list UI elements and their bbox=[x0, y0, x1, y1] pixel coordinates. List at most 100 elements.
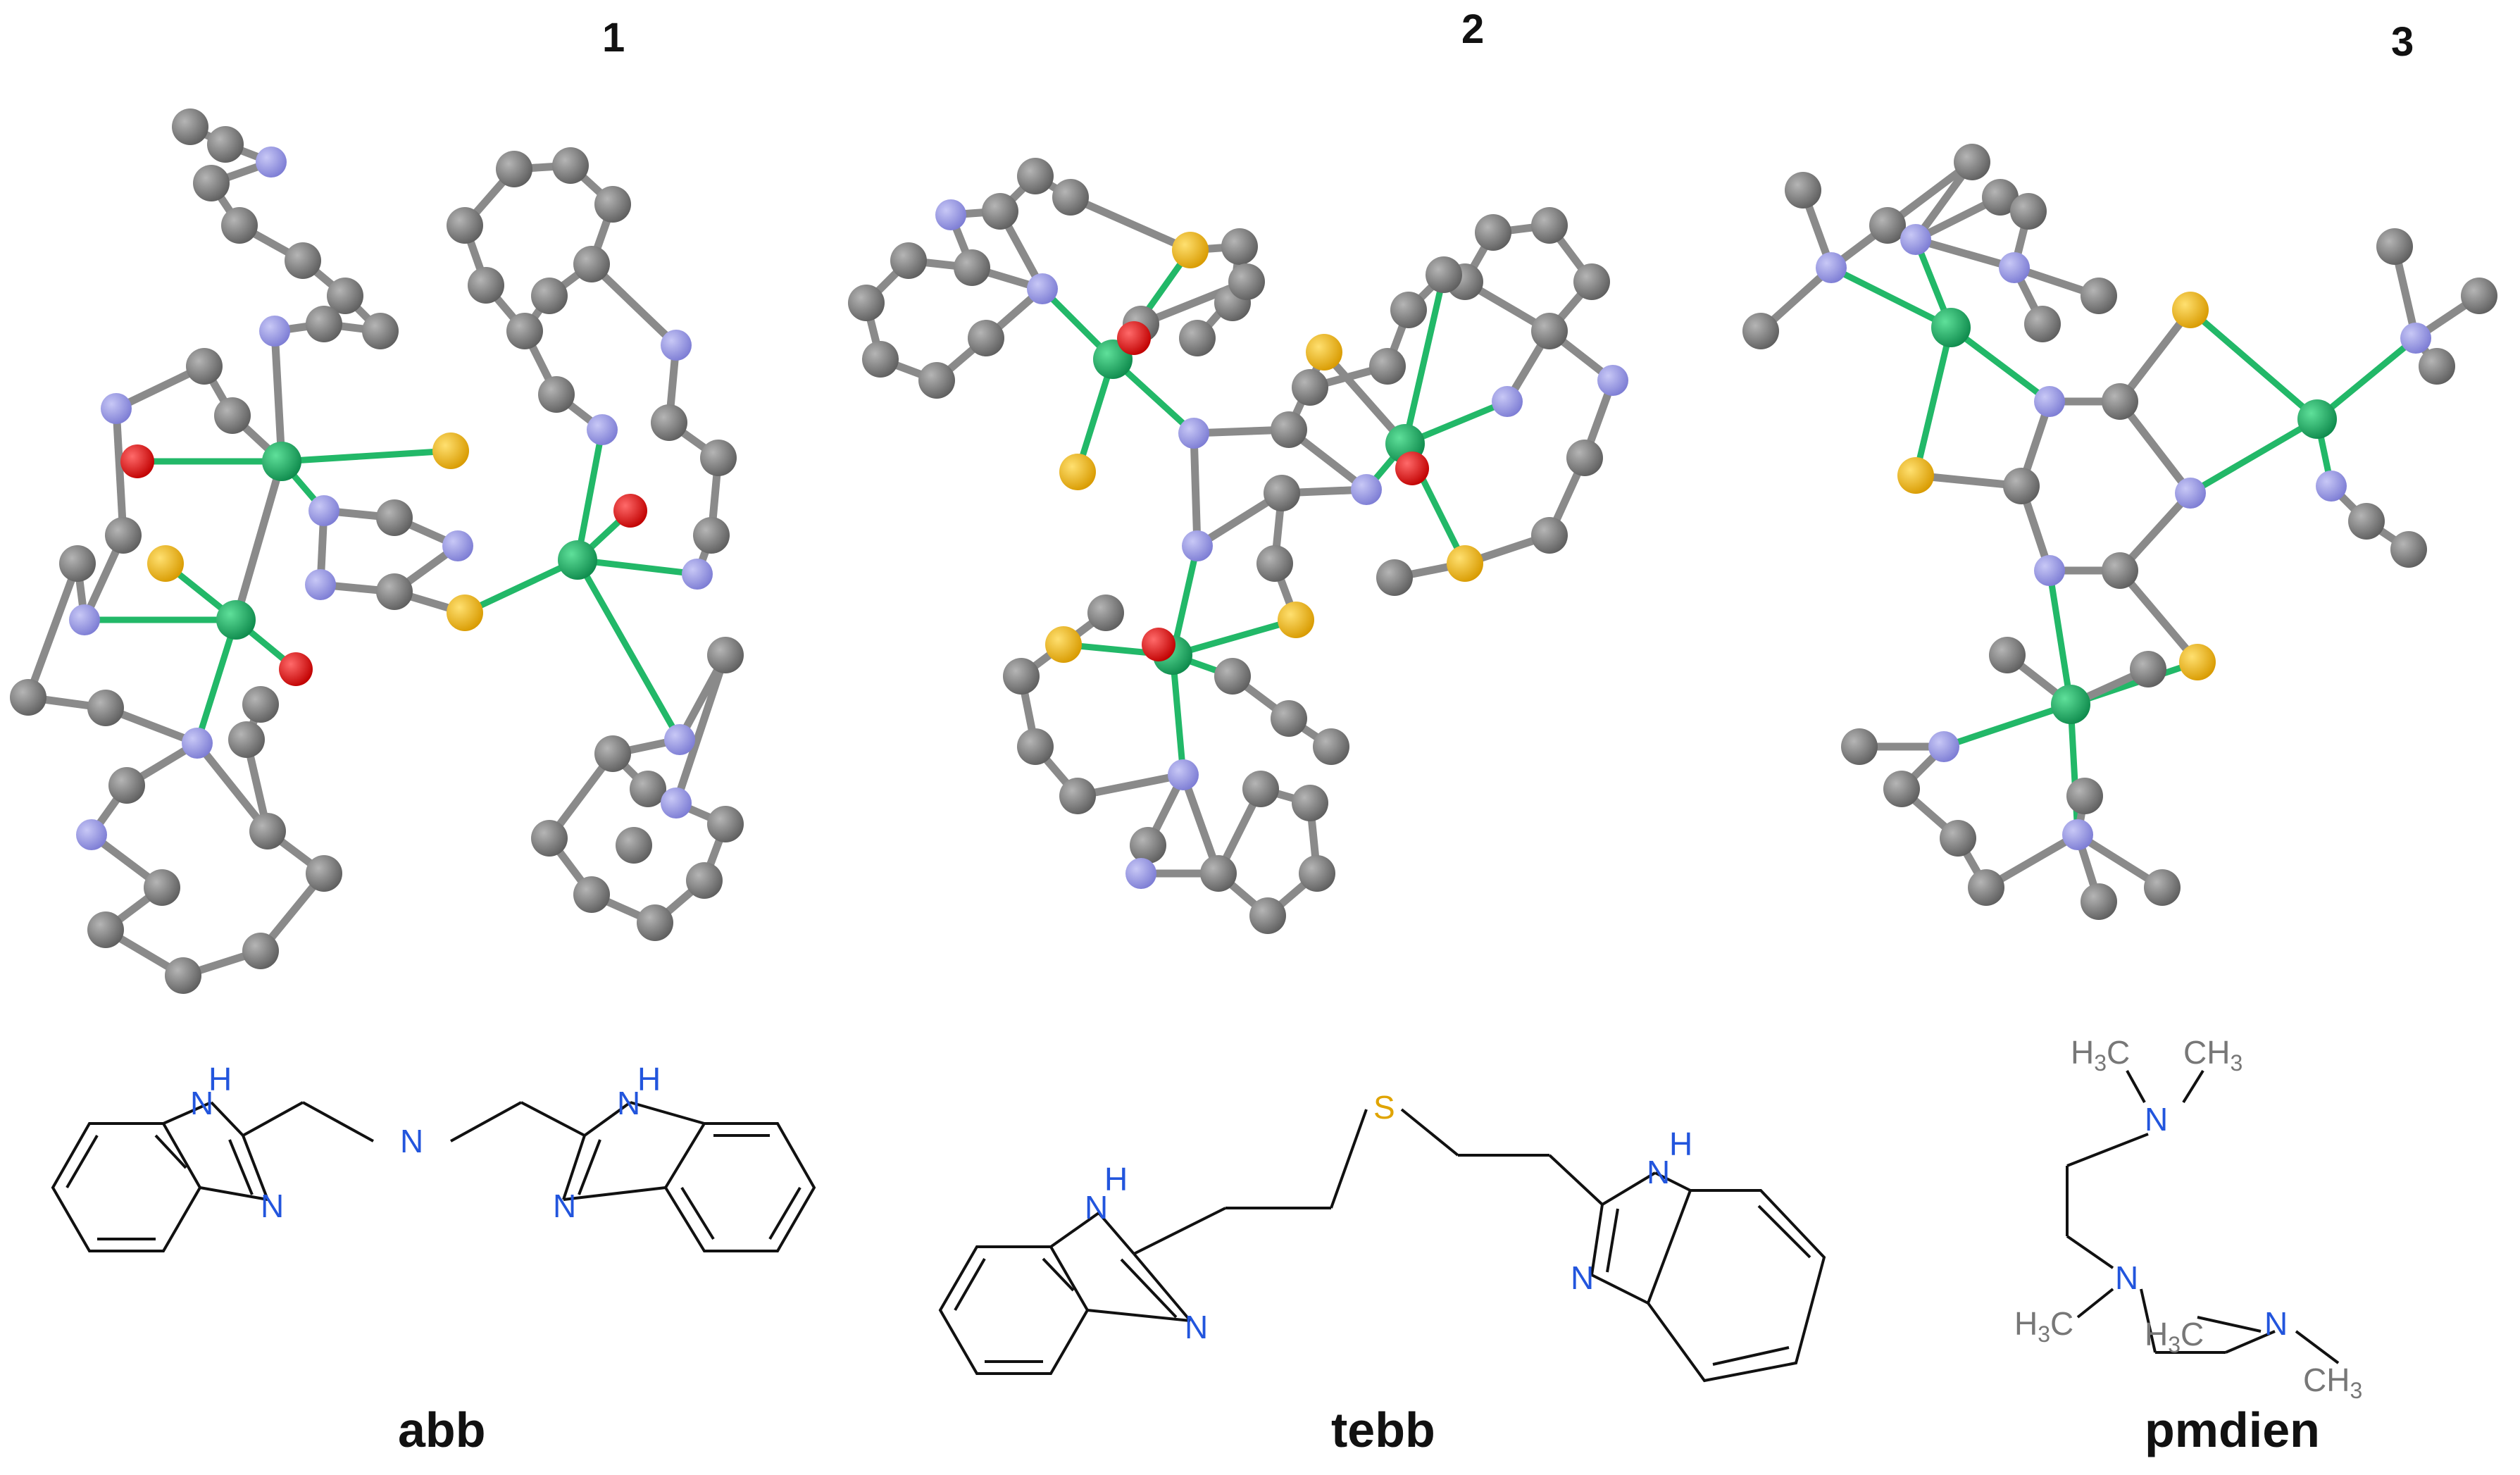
c1-atom-n bbox=[76, 819, 107, 850]
c3-atom-c bbox=[2390, 531, 2427, 568]
c2-atom-n bbox=[1027, 273, 1058, 304]
c2-bond bbox=[1169, 616, 1299, 659]
c3-atom-m bbox=[2051, 685, 2090, 724]
c2-atom-n bbox=[1597, 365, 1628, 396]
c1-bond bbox=[587, 260, 680, 349]
c2-atom-c bbox=[1531, 207, 1568, 244]
c1-bond bbox=[193, 739, 272, 835]
c1-atom-n bbox=[256, 147, 287, 178]
c3-atom-c bbox=[2010, 193, 2047, 230]
c3-atom-s bbox=[1897, 457, 1934, 494]
c2-atom-n bbox=[1125, 858, 1156, 889]
c1-atom-c bbox=[249, 813, 286, 849]
c1-atom-c bbox=[87, 911, 124, 948]
c2-atom-n bbox=[1492, 386, 1523, 417]
c2-atom-n bbox=[1168, 759, 1199, 790]
c2-atom-c bbox=[890, 242, 927, 279]
c1-bond bbox=[672, 651, 730, 807]
svg-text:H3C: H3C bbox=[2071, 1034, 2130, 1076]
c3-atom-n bbox=[1900, 224, 1931, 255]
svg-text:N: N bbox=[617, 1085, 640, 1121]
c1-bond bbox=[461, 556, 581, 616]
c3-atom-c bbox=[2102, 552, 2138, 589]
complex-3-label: 3 bbox=[2391, 19, 2414, 65]
c2-bond bbox=[1066, 193, 1194, 254]
c2-atom-s bbox=[1306, 334, 1342, 371]
c3-atom-m bbox=[2297, 399, 2337, 439]
c3-atom-c bbox=[1982, 179, 2019, 216]
svg-text:N: N bbox=[2115, 1259, 2138, 1296]
c1-atom-c bbox=[573, 246, 610, 282]
c3-bond bbox=[2116, 306, 2195, 406]
c1-atom-c bbox=[531, 278, 568, 314]
c2-atom-c bbox=[848, 285, 885, 321]
c2-atom-n bbox=[935, 199, 966, 230]
svg-text:H3C: H3C bbox=[2145, 1316, 2204, 1357]
c1-atom-n bbox=[587, 414, 618, 445]
c2-atom-c bbox=[1426, 256, 1462, 293]
svg-text:H: H bbox=[1669, 1126, 1692, 1162]
c1-atom-s bbox=[432, 432, 469, 469]
c3-atom-c bbox=[2102, 383, 2138, 420]
ligand-abb-label: abb bbox=[398, 1402, 486, 1457]
complex-3-structure bbox=[1742, 144, 2497, 920]
c2-atom-c bbox=[1271, 411, 1307, 448]
svg-text:N: N bbox=[261, 1188, 284, 1224]
svg-text:N: N bbox=[1647, 1154, 1670, 1190]
c1-atom-c bbox=[172, 108, 208, 145]
c1-atom-c bbox=[242, 686, 279, 723]
c3-atom-n bbox=[1816, 252, 1847, 283]
c3-atom-n bbox=[2175, 478, 2206, 509]
c1-atom-m bbox=[558, 540, 597, 580]
c2-atom-s bbox=[1278, 602, 1314, 638]
svg-text:N: N bbox=[400, 1123, 423, 1159]
c1-atom-c bbox=[594, 186, 631, 223]
c3-atom-c bbox=[1989, 637, 2026, 673]
abb-structure bbox=[51, 1101, 816, 1252]
c1-atom-c bbox=[108, 767, 145, 804]
c1-atom-c bbox=[594, 735, 631, 772]
svg-text:N: N bbox=[553, 1188, 576, 1224]
c2-atom-s bbox=[1045, 626, 1082, 663]
c3-atom-c bbox=[2003, 468, 2040, 504]
c2-atom-c bbox=[1271, 700, 1307, 737]
c1-bond bbox=[232, 457, 286, 624]
c3-bond bbox=[1828, 264, 1954, 331]
c2-atom-c bbox=[1228, 263, 1265, 300]
c3-atom-n bbox=[2062, 819, 2093, 850]
c2-atom-c bbox=[1299, 855, 1335, 892]
c1-atom-s bbox=[147, 545, 184, 582]
c1-atom-n bbox=[442, 530, 473, 561]
c1-atom-c bbox=[306, 306, 342, 342]
c1-bond bbox=[278, 447, 454, 465]
c1-atom-c bbox=[637, 904, 673, 941]
c1-bond bbox=[574, 556, 683, 743]
c3-atom-c bbox=[1785, 172, 1821, 209]
c2-atom-c bbox=[1573, 263, 1610, 300]
ligand-tebb-label: tebb bbox=[1331, 1402, 1435, 1457]
c3-atom-c bbox=[1869, 207, 1906, 244]
complex-1-label: 1 bbox=[602, 15, 625, 61]
c3-atom-c bbox=[2024, 306, 2061, 342]
c3-atom-c bbox=[2419, 348, 2455, 385]
c3-atom-s bbox=[2172, 292, 2209, 328]
c1-atom-c bbox=[165, 957, 201, 994]
c2-atom-c bbox=[968, 320, 1004, 356]
c1-atom-c bbox=[447, 207, 483, 244]
c1-atom-m bbox=[216, 600, 256, 640]
c3-atom-c bbox=[2461, 278, 2497, 314]
c2-atom-c bbox=[1052, 179, 1089, 216]
c1-atom-c bbox=[144, 869, 180, 906]
complex-1-structure bbox=[10, 108, 744, 994]
c3-atom-c bbox=[2081, 883, 2117, 920]
c1-atom-c bbox=[707, 637, 744, 673]
c1-atom-n bbox=[664, 724, 695, 755]
c1-bond bbox=[270, 327, 286, 466]
c1-bond bbox=[574, 426, 606, 564]
c1-atom-c bbox=[207, 126, 244, 163]
c1-bond bbox=[24, 559, 82, 702]
c2-bond bbox=[1320, 348, 1409, 448]
c1-atom-c bbox=[193, 165, 230, 201]
c2-atom-s bbox=[1447, 545, 1483, 582]
c1-atom-c bbox=[306, 855, 342, 892]
